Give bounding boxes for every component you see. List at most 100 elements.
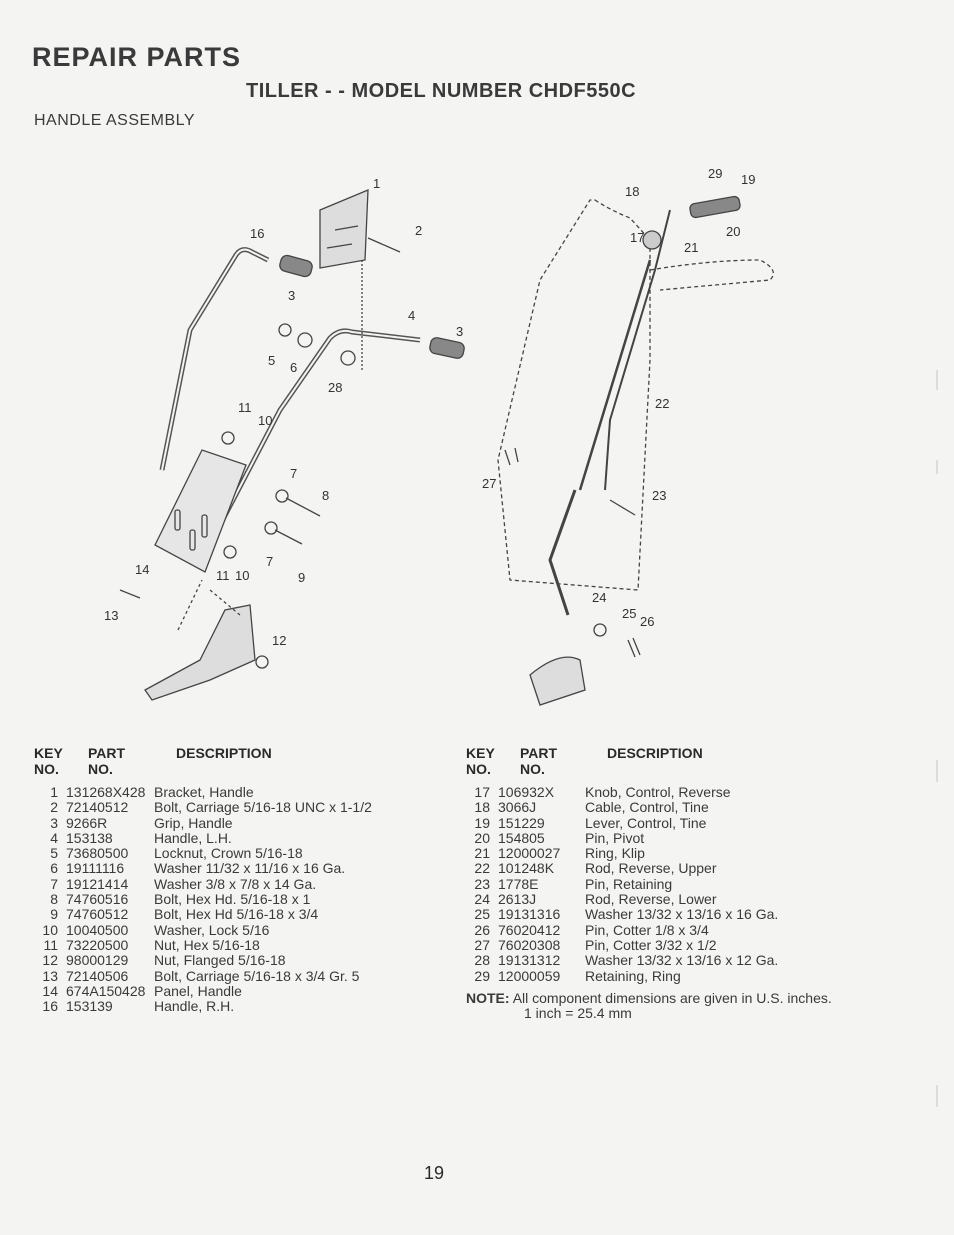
part-no: 76020412 [498, 921, 561, 938]
part-no: 72140506 [66, 967, 129, 984]
part-no-header-left: PART NO. [88, 745, 125, 777]
part-no: 153138 [66, 829, 113, 846]
part-no: 74760512 [66, 906, 129, 923]
part-no: 19121414 [66, 875, 129, 892]
part-no: 73680500 [66, 845, 129, 862]
callout-19: 19 [741, 172, 755, 187]
part-description: Washer 3/8 x 7/8 x 14 Ga. [154, 875, 317, 892]
callout-10a: 10 [258, 413, 272, 428]
callout-23: 23 [652, 488, 666, 503]
part-description: Washer, Lock 5/16 [154, 921, 270, 938]
part-header-line1: PART [520, 745, 558, 761]
callout-8: 8 [322, 488, 329, 503]
callout-20: 20 [726, 224, 740, 239]
key-no: 22 [474, 860, 490, 877]
part-description: Grip, Handle [154, 814, 233, 831]
part-no: 73220500 [66, 936, 129, 953]
callout-16: 16 [250, 226, 264, 241]
parts-row: 21 12000027 Ring, Klip [466, 845, 845, 862]
callout-11a: 11 [238, 400, 252, 415]
part-no: 153139 [66, 998, 113, 1015]
part-description: Nut, Flanged 5/16-18 [154, 952, 286, 969]
key-no: 18 [474, 799, 490, 816]
dimension-note: NOTE: All component dimensions are given… [466, 991, 832, 1021]
key-no: 9 [50, 906, 58, 923]
note-line2: 1 inch = 25.4 mm [524, 1005, 632, 1021]
part-description: Pin, Retaining [585, 875, 673, 892]
callout-7a: 7 [290, 466, 297, 481]
part-no: 74760516 [66, 891, 129, 908]
key-header-line1: KEY [466, 745, 495, 761]
key-no: 25 [474, 906, 490, 923]
key-no: 21 [474, 845, 490, 862]
part-no: 106932X [498, 784, 555, 800]
callout-26: 26 [640, 614, 654, 629]
callout-11b: 11 [216, 568, 230, 583]
part-no: 131268X428 [66, 784, 146, 800]
part-description: Ring, Klip [585, 845, 645, 862]
callout-12: 12 [272, 633, 286, 648]
part-description: Rod, Reverse, Lower [585, 891, 717, 908]
key-no: 20 [474, 829, 490, 846]
callout-18: 18 [625, 184, 639, 199]
part-no: 1778E [498, 875, 539, 892]
callout-9: 9 [298, 570, 305, 585]
part-description: Pin, Cotter 3/32 x 1/2 [585, 936, 717, 953]
part-no: 3066J [498, 799, 537, 816]
part-no-header-right: PART NO. [520, 745, 557, 777]
part-header-line1: PART [88, 745, 126, 761]
model-title: TILLER - - MODEL NUMBER CHDF550C [246, 80, 637, 102]
part-description: Cable, Control, Tine [585, 799, 709, 816]
part-header-line2: NO. [520, 761, 545, 777]
part-description: Bolt, Hex Hd 5/16-18 x 3/4 [154, 906, 319, 923]
scan-edge-mark [936, 1085, 938, 1107]
part-description: Handle, R.H. [154, 998, 235, 1015]
key-no: 3 [50, 814, 58, 831]
part-description: Washer 13/32 x 13/16 x 12 Ga. [585, 952, 779, 969]
key-no: 29 [474, 967, 490, 984]
part-description: Washer 13/32 x 13/16 x 16 Ga. [585, 906, 779, 923]
key-no: 4 [50, 829, 58, 846]
note-label: NOTE: [466, 990, 510, 1006]
section-title: REPAIR PARTS [32, 42, 242, 72]
assembly-title: HANDLE ASSEMBLY [34, 112, 196, 129]
part-no: 19111116 [66, 860, 125, 877]
key-no: 6 [50, 860, 58, 877]
key-no: 11 [43, 936, 58, 953]
callout-21: 21 [684, 240, 698, 255]
key-no: 24 [474, 891, 490, 908]
callout-24: 24 [592, 590, 606, 605]
part-header-line2: NO. [88, 761, 113, 777]
key-no: 26 [474, 921, 490, 938]
key-header-line2: NO. [466, 761, 491, 777]
callout-6: 6 [290, 360, 297, 375]
part-no: 12000027 [498, 845, 561, 862]
key-no: 8 [50, 891, 58, 908]
page-number: 19 [424, 1163, 445, 1183]
key-no: 17 [474, 784, 490, 800]
scan-edge-mark [936, 460, 938, 474]
scan-edge-mark [936, 370, 938, 390]
part-no: 19131316 [498, 906, 561, 923]
part-no: 2613J [498, 891, 537, 908]
key-no-header-left: KEY NO. [34, 745, 63, 777]
part-description: Bolt, Carriage 5/16-18 x 3/4 Gr. 5 [154, 967, 360, 984]
key-no: 28 [474, 952, 490, 969]
callout-10b: 10 [235, 568, 249, 583]
scan-edge-mark [936, 760, 938, 782]
part-description: Pin, Cotter 1/8 x 3/4 [585, 921, 709, 938]
